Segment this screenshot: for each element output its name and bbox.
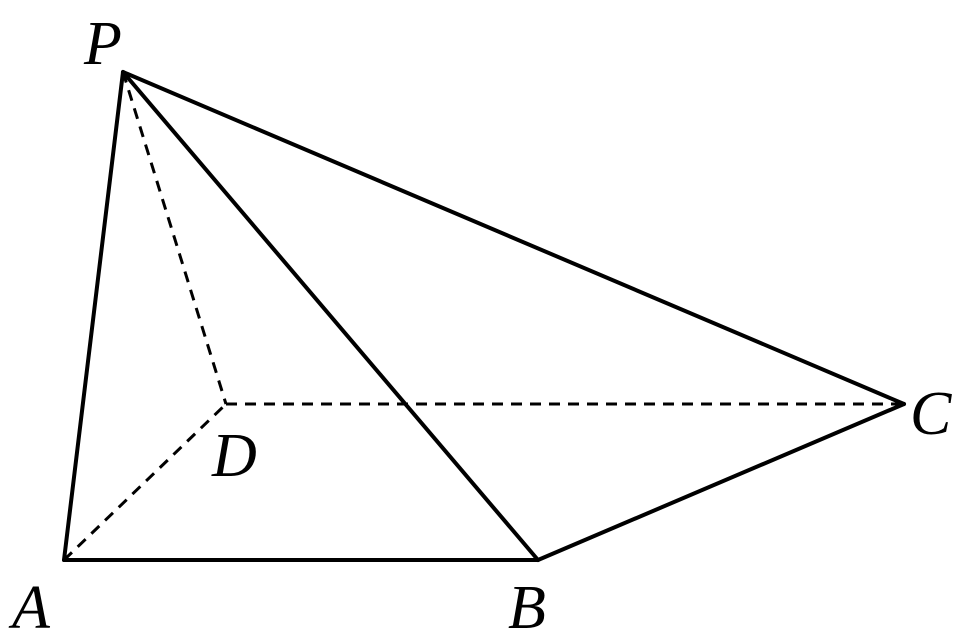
edge-PA xyxy=(62,70,125,562)
edge-PD xyxy=(121,71,228,405)
vertex-label-A: A xyxy=(8,574,51,639)
edge-BC xyxy=(536,402,906,562)
vertex-label-P: P xyxy=(83,10,122,78)
vertex-label-D: D xyxy=(211,422,257,490)
edge-PC xyxy=(121,70,906,406)
edge-PB xyxy=(121,70,540,562)
vertex-label-B: B xyxy=(508,574,546,639)
vertex-label-C: C xyxy=(910,380,952,448)
edge-AD xyxy=(62,402,228,562)
